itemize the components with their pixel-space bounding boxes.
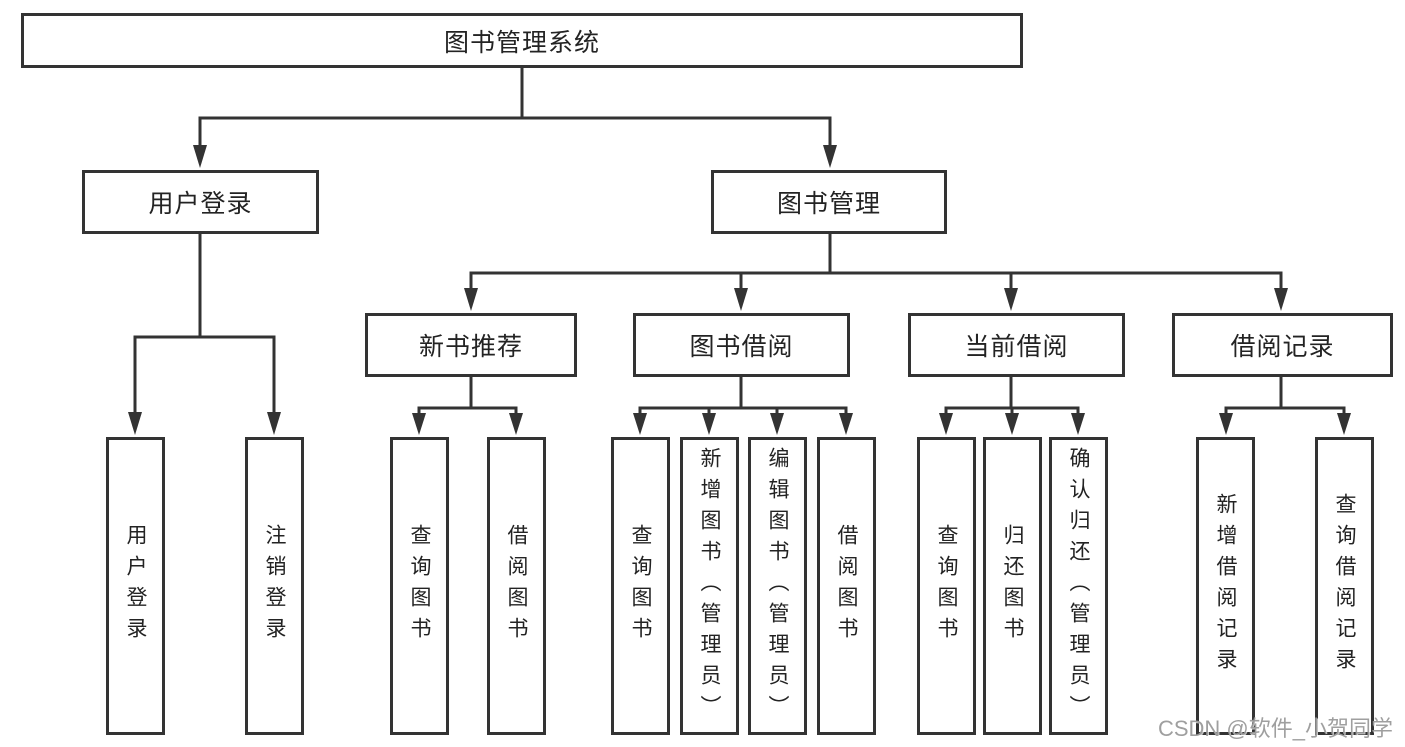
node-book-management: 图书管理 <box>711 170 947 234</box>
leaf-borrow-edit-book-admin-label: 编辑图书（管理员） <box>766 446 789 726</box>
node-current-borrow-label: 当前借阅 <box>964 333 1069 361</box>
node-borrow-record: 借阅记录 <box>1172 313 1393 377</box>
leaf-borrow-query-book-label: 查询图书 <box>629 524 652 648</box>
leaf-borrow-add-book-admin-label: 新增图书（管理员） <box>698 446 721 726</box>
leaf-newbook-borrow-book-label: 借阅图书 <box>505 524 528 648</box>
leaf-user-login: 用户登录 <box>106 437 165 735</box>
leaf-record-query-record-label: 查询借阅记录 <box>1333 493 1356 679</box>
leaf-current-confirm-return-admin: 确认归还（管理员） <box>1049 437 1108 735</box>
leaf-current-return-book: 归还图书 <box>983 437 1042 735</box>
leaf-logout-login-label: 注销登录 <box>263 524 286 648</box>
arrowheads <box>128 145 1351 435</box>
leaf-borrow-borrow-book: 借阅图书 <box>817 437 876 735</box>
node-book-management-label: 图书管理 <box>776 190 881 218</box>
node-book-borrow-label: 图书借阅 <box>689 333 794 361</box>
leaf-record-query-record: 查询借阅记录 <box>1315 437 1374 735</box>
leaf-newbook-query-book-label: 查询图书 <box>408 524 431 648</box>
leaf-current-query-book-label: 查询图书 <box>935 524 958 648</box>
leaf-newbook-query-book: 查询图书 <box>390 437 449 735</box>
leaf-user-login-label: 用户登录 <box>124 524 147 648</box>
leaf-logout-login: 注销登录 <box>245 437 304 735</box>
leaf-current-return-book-label: 归还图书 <box>1001 524 1024 648</box>
node-new-book-recommend: 新书推荐 <box>365 313 577 377</box>
leaf-record-add-record-label: 新增借阅记录 <box>1214 493 1237 679</box>
node-user-login-label: 用户登录 <box>148 190 253 218</box>
node-current-borrow: 当前借阅 <box>908 313 1125 377</box>
node-library-system-label: 图书管理系统 <box>443 28 600 57</box>
leaf-current-confirm-return-admin-label: 确认归还（管理员） <box>1067 446 1090 726</box>
node-book-borrow: 图书借阅 <box>633 313 850 377</box>
node-borrow-record-label: 借阅记录 <box>1230 333 1335 361</box>
leaf-borrow-query-book: 查询图书 <box>611 437 670 735</box>
node-new-book-recommend-label: 新书推荐 <box>418 333 523 361</box>
node-user-login: 用户登录 <box>82 170 319 234</box>
leaf-newbook-borrow-book: 借阅图书 <box>487 437 546 735</box>
leaf-borrow-add-book-admin: 新增图书（管理员） <box>680 437 739 735</box>
leaf-record-add-record: 新增借阅记录 <box>1196 437 1255 735</box>
leaf-borrow-borrow-book-label: 借阅图书 <box>835 524 858 648</box>
leaf-borrow-edit-book-admin: 编辑图书（管理员） <box>748 437 807 735</box>
node-library-system: 图书管理系统 <box>21 13 1023 68</box>
csdn-watermark: CSDN @软件_小贺同学 <box>1157 716 1393 741</box>
leaf-current-query-book: 查询图书 <box>917 437 976 735</box>
